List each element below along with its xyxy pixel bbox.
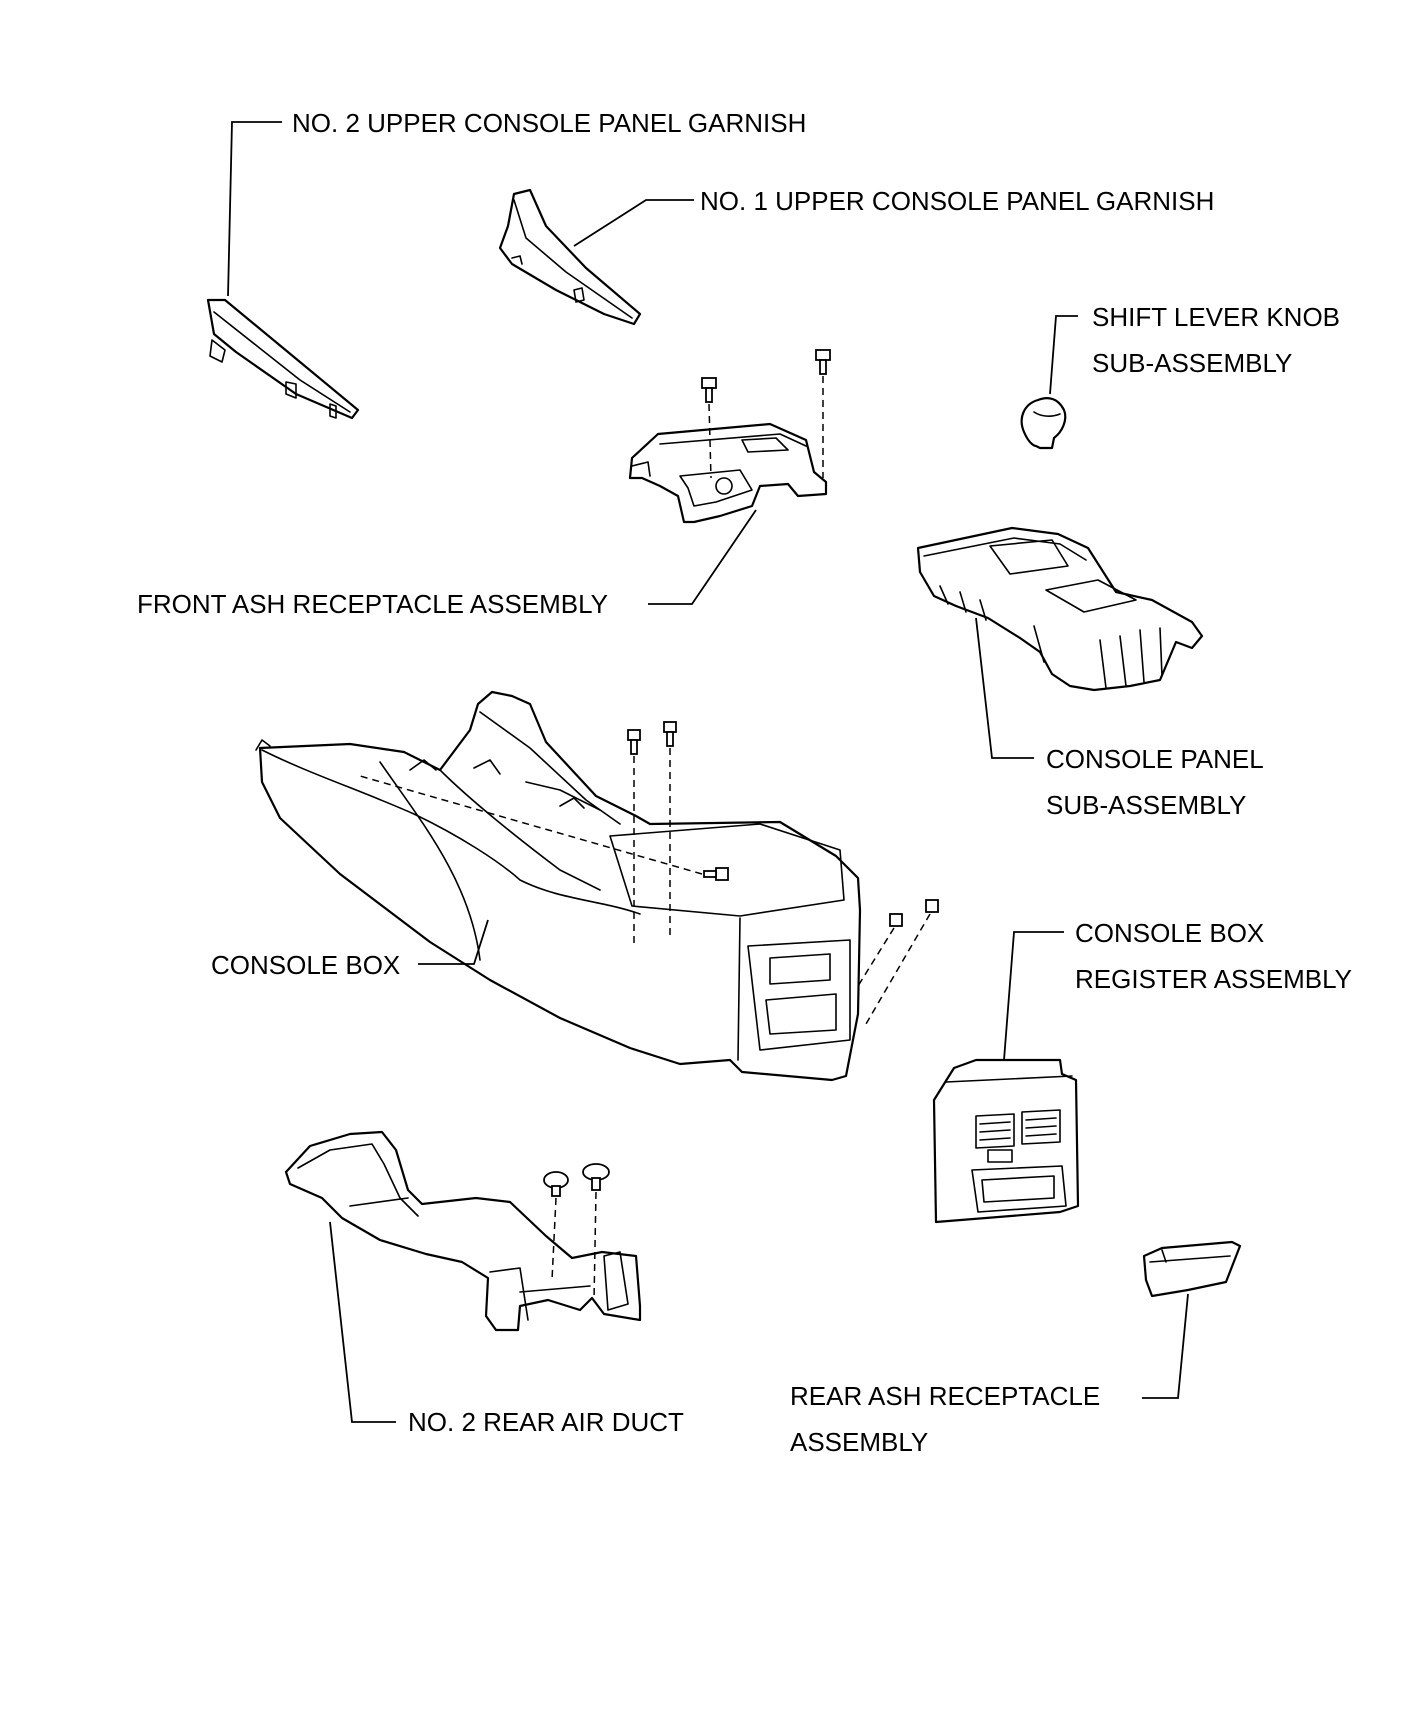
label-console-box-register: CONSOLE BOX REGISTER ASSEMBLY: [1075, 910, 1352, 1002]
console-box-part: [255, 690, 862, 1082]
console-box-bolt-1: [627, 729, 641, 944]
rear-duct-clip-2: [582, 1163, 610, 1301]
label-shift-lever-knob: SHIFT LEVER KNOB SUB-ASSEMBLY: [1092, 294, 1340, 386]
console-box-bolt-rear-2: [865, 899, 939, 1025]
label-console-panel: CONSOLE PANEL SUB-ASSEMBLY: [1046, 736, 1264, 828]
no2-garnish-leader: [227, 121, 282, 297]
console-panel-part: [916, 526, 1204, 692]
rear-ash-leader: [1142, 1293, 1189, 1399]
register-leader: [1003, 931, 1064, 1061]
rear-ash-receptacle-part: [1142, 1240, 1242, 1298]
console-panel-leader: [975, 617, 1034, 759]
front-ash-bolt-right: [815, 349, 831, 478]
label-console-box-register-line2: REGISTER ASSEMBLY: [1075, 964, 1352, 994]
label-no2-upper-console-panel-garnish: NO. 2 UPPER CONSOLE PANEL GARNISH: [292, 108, 807, 138]
label-no1-upper-console-panel-garnish: NO. 1 UPPER CONSOLE PANEL GARNISH: [700, 186, 1215, 216]
no1-upper-console-panel-garnish-part: [498, 188, 642, 326]
console-box-bolt-side: [359, 775, 729, 881]
no2-rear-air-duct-part: [284, 1130, 642, 1332]
label-rear-ash-receptacle: REAR ASH RECEPTACLE ASSEMBLY: [790, 1373, 1100, 1465]
rear-duct-leader: [329, 1221, 396, 1423]
console-box-bolt-2: [663, 721, 677, 940]
label-shift-lever-knob-line1: SHIFT LEVER KNOB: [1092, 302, 1341, 332]
label-console-panel-line2: SUB-ASSEMBLY: [1046, 790, 1247, 820]
front-ash-receptacle-part: [628, 422, 828, 524]
rear-duct-clip-1: [543, 1171, 569, 1281]
no1-garnish-leader: [573, 199, 694, 247]
no2-upper-console-panel-garnish-part: [206, 298, 360, 420]
console-box-register-part: [932, 1058, 1080, 1224]
label-console-panel-line1: CONSOLE PANEL: [1046, 744, 1264, 774]
front-ash-leader: [648, 509, 757, 605]
front-ash-bolt-left: [701, 377, 717, 479]
label-no2-rear-air-duct: NO. 2 REAR AIR DUCT: [408, 1407, 684, 1437]
label-console-box-register-line1: CONSOLE BOX: [1075, 918, 1265, 948]
label-console-box: CONSOLE BOX: [211, 950, 401, 980]
label-rear-ash-receptacle-line1: REAR ASH RECEPTACLE: [790, 1381, 1101, 1411]
console-box-leader: [418, 919, 489, 965]
shift-lever-knob-part: [1020, 397, 1067, 450]
label-shift-lever-knob-line2: SUB-ASSEMBLY: [1092, 348, 1293, 378]
label-rear-ash-receptacle-line2: ASSEMBLY: [790, 1427, 929, 1457]
console-box-bolt-rear-1: [857, 913, 903, 987]
shift-knob-leader: [1049, 315, 1078, 395]
label-front-ash-receptacle: FRONT ASH RECEPTACLE ASSEMBLY: [137, 589, 609, 619]
